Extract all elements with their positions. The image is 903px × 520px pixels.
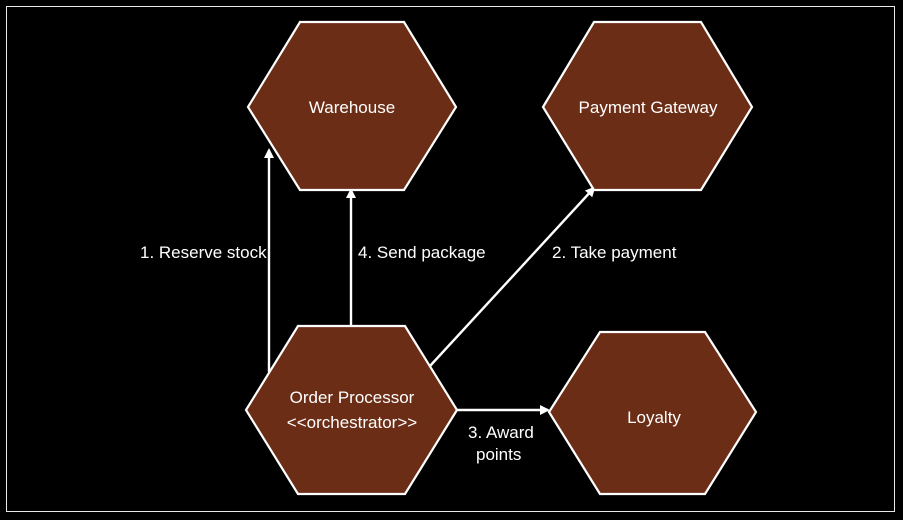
node-label-orchestrator: <<orchestrator>> [287, 413, 417, 432]
node-label-loyalty: Loyalty [627, 408, 681, 427]
edge-label-send-package: 4. Send package [358, 243, 486, 262]
edge-take-payment [429, 186, 596, 367]
edge-label-reserve-stock: 1. Reserve stock [140, 243, 267, 262]
node-payment-gateway [541, 20, 754, 192]
edge-label-award-line1: 3. Award [468, 423, 534, 442]
node-loyalty [547, 330, 758, 496]
edge-label-award-line2: points [476, 445, 521, 464]
edge-label-take-payment: 2. Take payment [552, 243, 677, 262]
node-warehouse [246, 20, 458, 192]
node-order-processor [244, 324, 459, 496]
node-label-warehouse: Warehouse [309, 98, 395, 117]
diagram-border [6, 6, 895, 512]
node-label-payment-gateway: Payment Gateway [579, 98, 718, 117]
node-label-order-processor: Order Processor [290, 388, 415, 407]
